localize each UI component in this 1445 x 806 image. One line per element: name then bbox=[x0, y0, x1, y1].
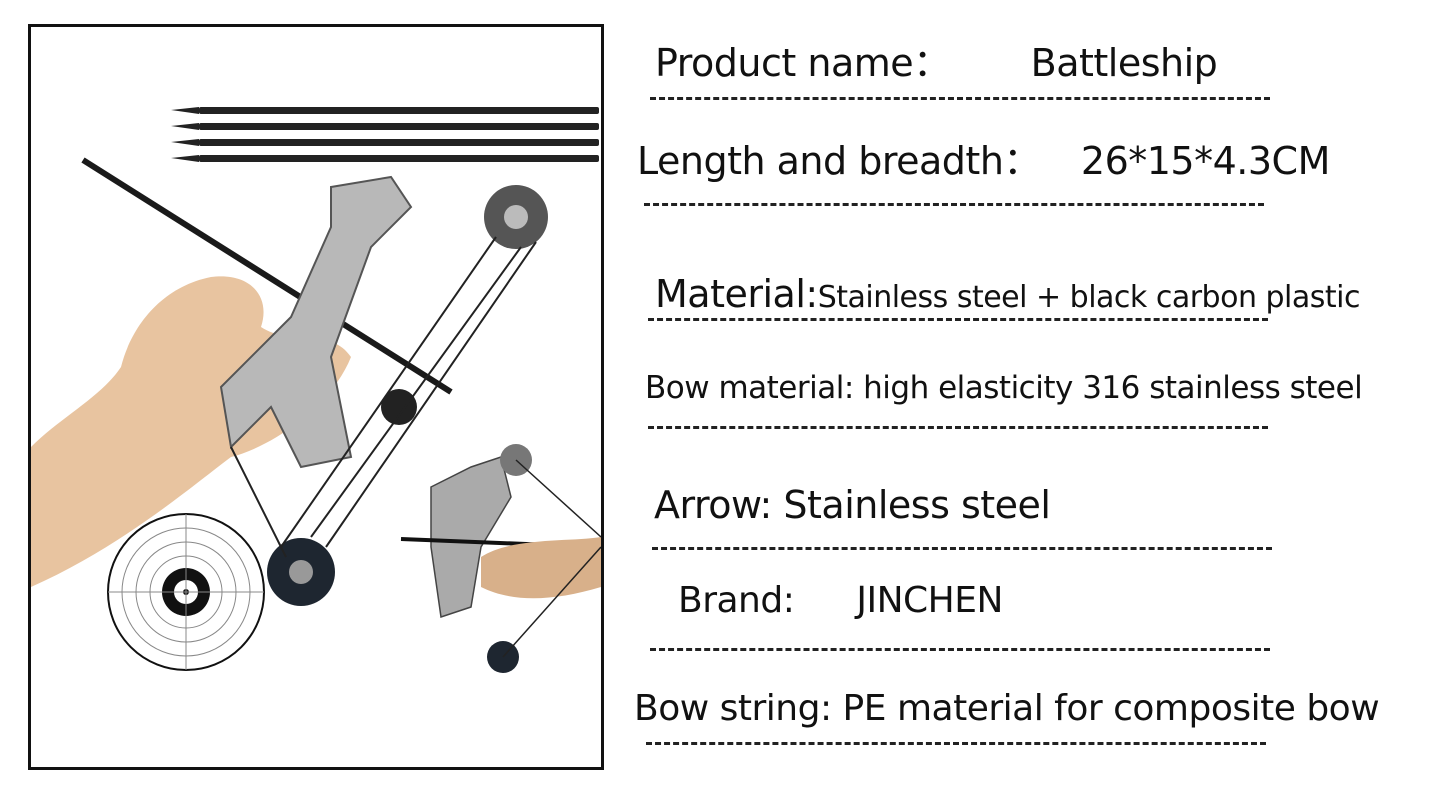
small-bow-icon bbox=[400, 444, 601, 673]
spec-brand: Brand: JINCHEN bbox=[678, 580, 1003, 621]
spec-label: Product name： bbox=[655, 41, 951, 85]
spec-label: Material: bbox=[655, 272, 818, 316]
spec-arrow: Arrow: Stainless steel bbox=[654, 483, 1051, 527]
target-icon bbox=[107, 513, 265, 671]
spec-value: Stainless steel bbox=[783, 483, 1051, 527]
divider bbox=[650, 648, 1270, 651]
spec-bow-material: Bow material: high elasticity 316 stainl… bbox=[645, 370, 1363, 406]
spec-label: Brand: bbox=[678, 580, 795, 621]
spec-value: Battleship bbox=[1030, 41, 1218, 85]
compound-bow-illustration bbox=[31, 107, 601, 673]
spec-bow-string: Bow string: PE material for composite bo… bbox=[634, 688, 1380, 729]
divider bbox=[650, 97, 1270, 100]
divider bbox=[646, 742, 1266, 745]
spec-value: high elasticity 316 stainless steel bbox=[863, 370, 1363, 406]
arrows-icon bbox=[171, 107, 599, 162]
divider bbox=[644, 203, 1264, 206]
product-image-frame bbox=[28, 24, 604, 770]
spec-value: Stainless steel + black carbon plastic bbox=[817, 280, 1361, 315]
spec-label: Bow material: bbox=[645, 370, 854, 406]
spec-material: Material:Stainless steel + black carbon … bbox=[655, 272, 1360, 316]
spec-label: Length and breadth： bbox=[637, 139, 1041, 183]
divider bbox=[652, 547, 1272, 550]
divider bbox=[648, 318, 1268, 321]
spec-value: 26*15*4.3CM bbox=[1080, 139, 1330, 183]
spec-label: Arrow: bbox=[654, 483, 772, 527]
spec-value: PE material for composite bow bbox=[842, 688, 1380, 729]
spec-value: JINCHEN bbox=[856, 580, 1003, 621]
spec-label: Bow string: bbox=[634, 688, 832, 729]
divider bbox=[648, 426, 1268, 429]
spec-length-breadth: Length and breadth： 26*15*4.3CM bbox=[637, 130, 1330, 185]
spec-product-name: Product name： Battleship bbox=[655, 32, 1218, 87]
